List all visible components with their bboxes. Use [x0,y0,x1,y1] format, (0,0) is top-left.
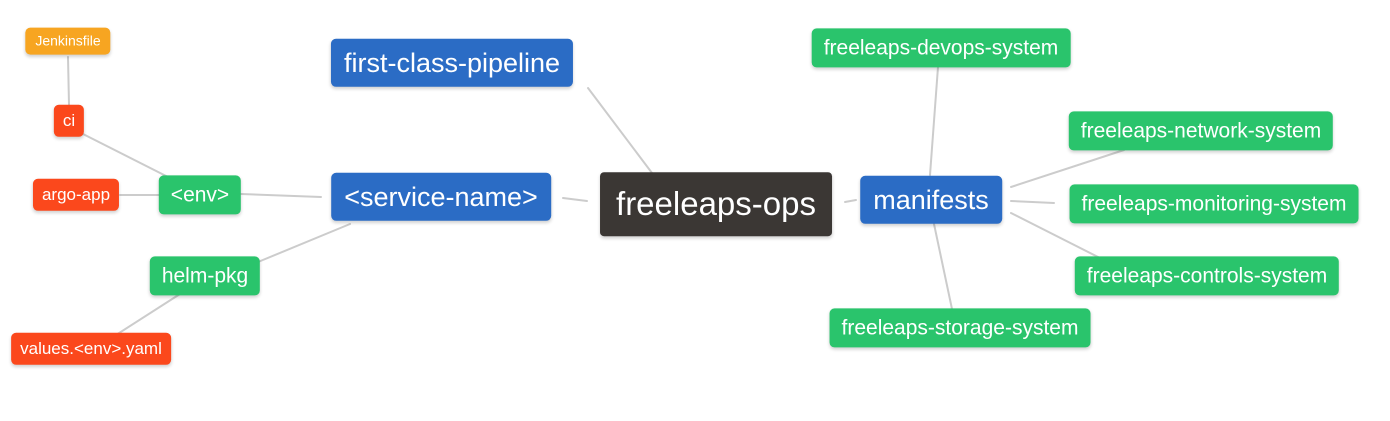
node-freeleaps-devops-system[interactable]: freeleaps-devops-system [811,28,1071,68]
node-freeleaps-controls-system[interactable]: freeleaps-controls-system [1074,256,1340,296]
edge-manifests-devops [929,66,939,176]
edge-manifests-monitoring [1010,200,1055,204]
node-freeleaps-storage-system[interactable]: freeleaps-storage-system [829,308,1091,348]
node-jenkinsfile[interactable]: Jenkinsfile [25,27,111,55]
edge-env-service-name [240,193,322,198]
node-helm-pkg[interactable]: helm-pkg [149,256,261,296]
node-freeleaps-ops-root[interactable]: freeleaps-ops [600,172,832,236]
edge-service-name-helm-pkg [257,223,351,263]
edge-manifests-controls [1010,212,1101,259]
edge-service-name-ops [562,197,588,202]
edge-jenkinsfile-ci [67,56,70,106]
edge-manifests-storage [933,223,953,310]
node-service-name[interactable]: <service-name> [331,172,551,222]
node-values-env-yaml[interactable]: values.<env>.yaml [11,332,171,366]
node-manifests[interactable]: manifests [860,175,1002,225]
edge-ci-env [82,133,173,180]
edge-manifests-network [1010,149,1125,188]
node-argo-app[interactable]: argo-app [32,178,120,212]
edge-helm-pkg-values [115,293,181,336]
node-first-class-pipeline[interactable]: first-class-pipeline [330,38,574,88]
node-freeleaps-monitoring-system[interactable]: freeleaps-monitoring-system [1069,184,1359,224]
node-ci[interactable]: ci [53,104,85,138]
node-env[interactable]: <env> [158,175,242,215]
edge-pipeline-ops [587,87,653,174]
node-freeleaps-network-system[interactable]: freeleaps-network-system [1068,111,1334,151]
edge-ops-manifests [844,199,857,203]
